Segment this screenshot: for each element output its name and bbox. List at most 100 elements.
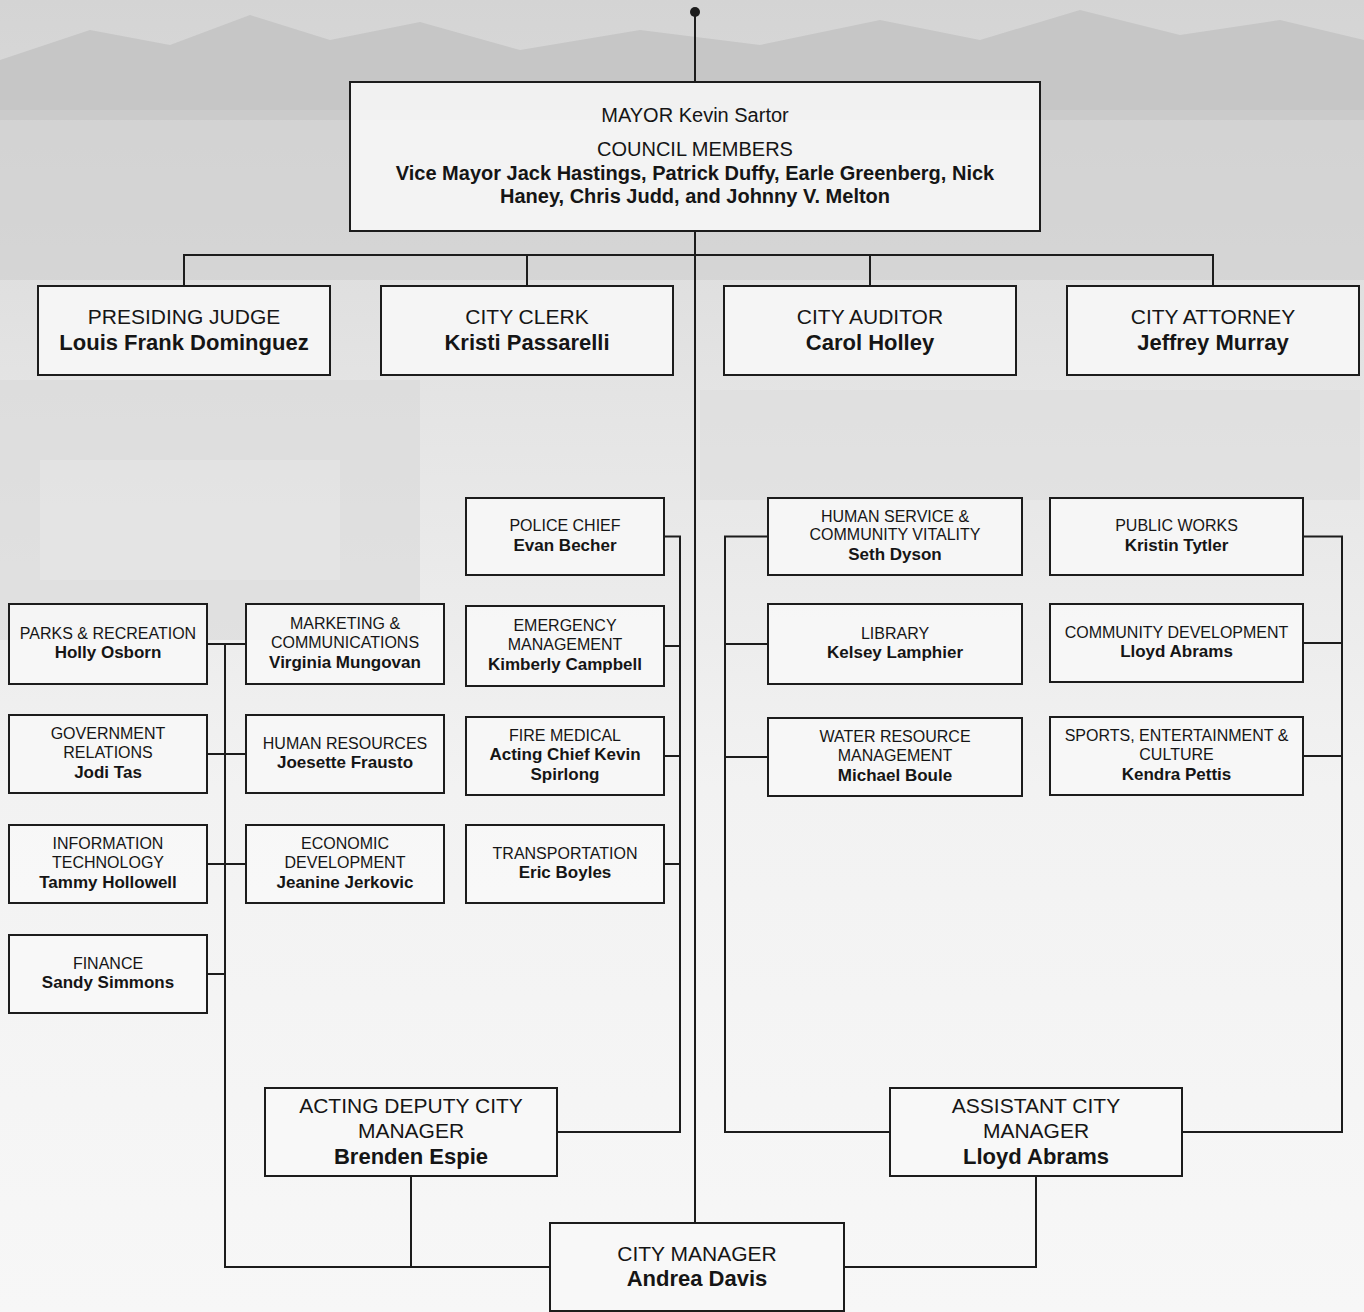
council-names: Vice Mayor Jack Hastings, Patrick Duffy,… [395, 162, 995, 209]
connector-line [558, 756, 680, 1132]
connector-line [411, 1177, 549, 1267]
org-box: HUMAN RESOURCESJoesette Frausto [245, 714, 445, 794]
org-box: TRANSPORTATIONEric Boyles [465, 824, 665, 904]
person-name: Michael Boule [838, 766, 952, 786]
role-title: ECONOMIC DEVELOPMENT [253, 835, 437, 873]
org-box: CITY ATTORNEYJeffrey Murray [1066, 285, 1360, 376]
org-box: CITY CLERKKristi Passarelli [380, 285, 674, 376]
org-box: LIBRARYKelsey Lamphier [767, 603, 1023, 685]
role-title: INFORMATION TECHNOLOGY [16, 835, 200, 873]
person-name: Jeanine Jerkovic [276, 873, 413, 893]
person-name: Louis Frank Dominguez [59, 330, 308, 356]
role-title: LIBRARY [861, 625, 929, 644]
role-title: CITY MANAGER [617, 1242, 776, 1267]
org-connector [184, 232, 695, 285]
role-title: CITY ATTORNEY [1131, 305, 1296, 330]
org-box: POLICE CHIEFEvan Becher [465, 497, 665, 576]
person-name: Kendra Pettis [1122, 765, 1232, 785]
role-title: POLICE CHIEF [509, 517, 620, 536]
org-connector [558, 756, 680, 1132]
org-connector [695, 232, 696, 1222]
connector-line [225, 864, 549, 1267]
role-title: PARKS & RECREATION [20, 625, 196, 644]
person-name: Carol Holley [806, 330, 934, 356]
person-name: Kristi Passarelli [444, 330, 609, 356]
role-title: COMMUNITY DEVELOPMENT [1065, 624, 1289, 643]
council-heading: COUNCIL MEMBERS [597, 138, 793, 162]
role-title: HUMAN SERVICE & COMMUNITY VITALITY [775, 508, 1015, 546]
org-box: ACTING DEPUTY CITY MANAGERBrenden Espie [264, 1087, 558, 1177]
connector-line [558, 864, 680, 1132]
person-name: Andrea Davis [627, 1266, 768, 1292]
role-title: FINANCE [73, 955, 143, 974]
org-connector [558, 864, 680, 1132]
connector-line [184, 232, 695, 285]
role-title: MARKETING & COMMUNICATIONS [253, 615, 437, 653]
person-name: Holly Osborn [55, 643, 162, 663]
org-connector [1183, 756, 1342, 1132]
person-name: Evan Becher [514, 536, 617, 556]
person-name: Virginia Mungovan [269, 653, 421, 673]
role-title: CITY CLERK [465, 305, 588, 330]
org-box: FIRE MEDICALActing Chief Kevin Spirlong [465, 716, 665, 796]
role-title: SPORTS, ENTERTAINMENT & CULTURE [1057, 727, 1296, 765]
org-box: MARKETING & COMMUNICATIONSVirginia Mungo… [245, 603, 445, 685]
connector-line [208, 864, 549, 1267]
org-box: GOVERNMENT RELATIONSJodi Tas [8, 714, 208, 794]
person-name: Kelsey Lamphier [827, 643, 963, 663]
org-connector [411, 1177, 549, 1267]
org-box: PUBLIC WORKSKristin Tytler [1049, 497, 1304, 576]
role-title: HUMAN RESOURCES [263, 735, 427, 754]
org-connector [845, 1177, 1036, 1267]
org-box: HUMAN SERVICE & COMMUNITY VITALITYSeth D… [767, 497, 1023, 576]
person-name: Jeffrey Murray [1137, 330, 1289, 356]
connector-line [1183, 756, 1342, 1132]
org-box: ECONOMIC DEVELOPMENTJeanine Jerkovic [245, 824, 445, 904]
top-dot [690, 7, 700, 17]
connector-line [527, 232, 695, 285]
org-box: PARKS & RECREATIONHolly Osborn [8, 603, 208, 685]
role-title: ASSISTANT CITY MANAGER [897, 1094, 1175, 1144]
role-title: WATER RESOURCE MANAGEMENT [775, 728, 1015, 766]
org-box: PRESIDING JUDGELouis Frank Dominguez [37, 285, 331, 376]
connector-line [695, 232, 870, 285]
role-title: PRESIDING JUDGE [88, 305, 281, 330]
org-box: COMMUNITY DEVELOPMENTLloyd Abrams [1049, 603, 1304, 683]
org-box: INFORMATION TECHNOLOGYTammy Hollowell [8, 824, 208, 904]
org-connector [527, 232, 695, 285]
top-stem [694, 12, 696, 81]
person-name: Eric Boyles [519, 863, 612, 883]
role-title: ACTING DEPUTY CITY MANAGER [272, 1094, 550, 1144]
role-title: EMERGENCY MANAGEMENT [473, 617, 657, 655]
person-name: Joesette Frausto [277, 753, 413, 773]
org-box: WATER RESOURCE MANAGEMENTMichael Boule [767, 717, 1023, 797]
org-box: SPORTS, ENTERTAINMENT & CULTUREKendra Pe… [1049, 716, 1304, 796]
org-box: ASSISTANT CITY MANAGERLloyd Abrams [889, 1087, 1183, 1177]
building-block [0, 380, 420, 640]
connector-line [845, 1177, 1036, 1267]
connector-line [694, 232, 696, 1222]
role-title: FIRE MEDICAL [509, 727, 621, 746]
person-name: Jodi Tas [74, 763, 142, 783]
connector-line [695, 232, 1213, 285]
building-roof [40, 460, 340, 580]
role-title: CITY AUDITOR [797, 305, 943, 330]
person-name: Kristin Tytler [1125, 536, 1229, 556]
org-box: EMERGENCY MANAGEMENTKimberly Campbell [465, 605, 665, 687]
org-connector [695, 232, 870, 285]
org-box: FINANCESandy Simmons [8, 934, 208, 1014]
person-name: Lloyd Abrams [1120, 642, 1233, 662]
person-name: Kimberly Campbell [488, 655, 642, 675]
person-name: Sandy Simmons [42, 973, 174, 993]
org-box: CITY AUDITORCarol Holley [723, 285, 1017, 376]
person-name: Lloyd Abrams [963, 1144, 1109, 1170]
mayor-title: MAYOR Kevin Sartor [601, 104, 788, 128]
org-box: CITY MANAGERAndrea Davis [549, 1222, 845, 1312]
role-title: GOVERNMENT RELATIONS [16, 725, 200, 763]
role-title: PUBLIC WORKS [1115, 517, 1238, 536]
org-connector [695, 232, 1213, 285]
person-name: Brenden Espie [334, 1144, 488, 1170]
org-connector [225, 864, 549, 1267]
